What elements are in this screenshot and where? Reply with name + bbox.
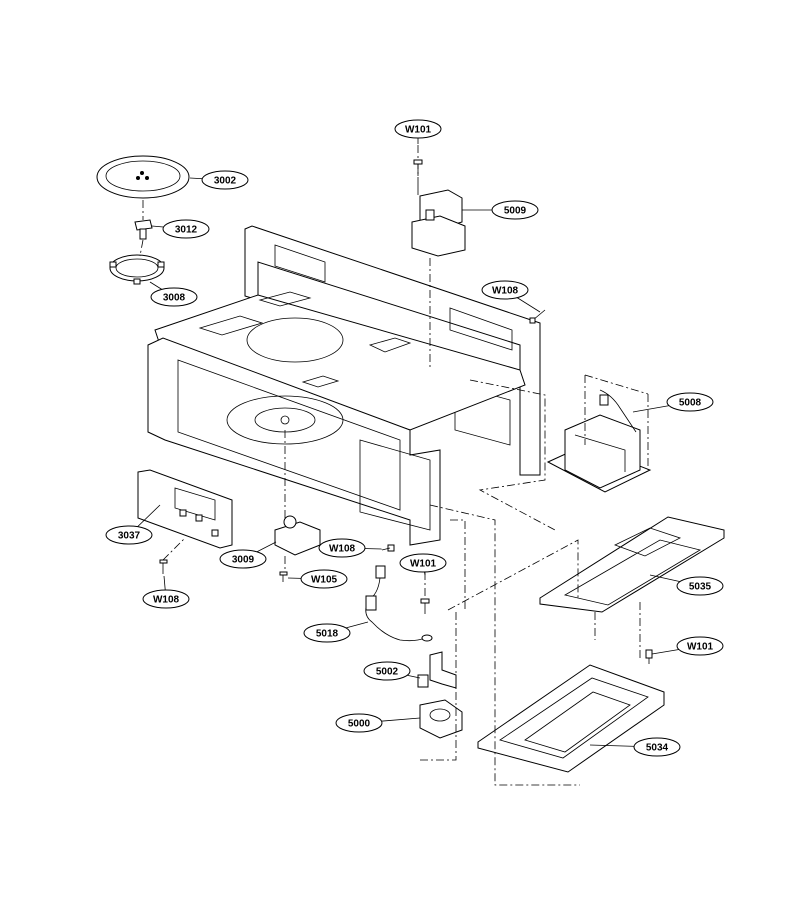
callout-label: 5008 bbox=[679, 398, 702, 409]
magnetron-part bbox=[411, 145, 466, 370]
callout-w101: W101 bbox=[651, 636, 724, 656]
callout-layer: W1013002500930123008W108500830373009W108… bbox=[105, 119, 724, 757]
callout-label: 3037 bbox=[118, 531, 141, 542]
screw-w108-mid-part bbox=[381, 544, 395, 552]
screw-w108-right-part bbox=[529, 309, 546, 324]
roller-ring-part bbox=[109, 239, 165, 285]
callout-3037: 3037 bbox=[105, 504, 161, 545]
transformer-part bbox=[546, 374, 652, 493]
callout-5018: 5018 bbox=[303, 621, 369, 643]
callout-label: 5034 bbox=[646, 743, 669, 754]
callout-bubble bbox=[335, 713, 383, 733]
screw-w108-left-part bbox=[159, 537, 186, 574]
callout-w101: W101 bbox=[394, 119, 442, 144]
callout-label: 3012 bbox=[175, 225, 198, 236]
callout-w105: W105 bbox=[287, 569, 348, 589]
screw-w105-part bbox=[279, 571, 288, 582]
callout-label: 5000 bbox=[348, 719, 371, 730]
callout-bubble bbox=[491, 200, 539, 220]
callout-label: 5035 bbox=[689, 582, 712, 593]
callout-bubble bbox=[363, 661, 411, 681]
wire-harness-part bbox=[365, 565, 433, 642]
callout-5000: 5000 bbox=[335, 713, 421, 733]
callout-label: 5002 bbox=[376, 667, 399, 678]
cover-plate-part bbox=[477, 664, 665, 773]
turntable-tray-part bbox=[96, 155, 190, 199]
screw-w101-right-part bbox=[645, 649, 653, 664]
guide-lines bbox=[420, 379, 580, 786]
callout-label: 5009 bbox=[504, 206, 527, 217]
callout-5002: 5002 bbox=[363, 661, 421, 681]
base-plate-part bbox=[539, 516, 725, 660]
screw-w101-mid-part bbox=[420, 572, 430, 614]
callout-bubble bbox=[394, 119, 442, 139]
callout-bubble bbox=[676, 636, 724, 656]
callout-bubble bbox=[150, 287, 198, 307]
callout-w101: W101 bbox=[399, 553, 447, 576]
callout-bubble bbox=[105, 525, 153, 545]
callout-bubble bbox=[300, 569, 348, 589]
screw-w101-top-part bbox=[413, 159, 423, 176]
callout-bubble bbox=[318, 538, 366, 558]
callout-w108: W108 bbox=[142, 575, 190, 609]
callout-label: W101 bbox=[405, 125, 432, 136]
callout-label: 3009 bbox=[232, 555, 255, 566]
callout-w108: W108 bbox=[318, 538, 383, 558]
callout-bubble bbox=[201, 170, 249, 190]
callout-5035: 5035 bbox=[649, 574, 724, 596]
callout-w108: W108 bbox=[481, 280, 541, 313]
control-panel-part bbox=[137, 469, 233, 549]
callout-label: W108 bbox=[329, 544, 356, 555]
callout-3009: 3009 bbox=[219, 541, 277, 569]
callout-3012: 3012 bbox=[151, 219, 210, 239]
callout-bubble bbox=[399, 553, 447, 573]
callout-label: W105 bbox=[311, 575, 338, 586]
callout-label: 3002 bbox=[214, 176, 237, 187]
callout-5008: 5008 bbox=[632, 392, 714, 413]
callout-label: 5018 bbox=[316, 629, 339, 640]
callout-label: W101 bbox=[687, 642, 714, 653]
callout-label: W108 bbox=[492, 286, 519, 297]
switch-bracket-part bbox=[417, 651, 457, 689]
coupler-part bbox=[134, 200, 153, 240]
callout-5034: 5034 bbox=[589, 737, 681, 757]
callout-bubble bbox=[481, 280, 529, 300]
callout-bubble bbox=[219, 549, 267, 569]
callout-label: W101 bbox=[410, 559, 437, 570]
callout-bubble bbox=[666, 392, 714, 412]
callout-3008: 3008 bbox=[149, 281, 198, 307]
callout-3002: 3002 bbox=[189, 170, 249, 190]
callout-label: W108 bbox=[153, 595, 180, 606]
callout-bubble bbox=[162, 219, 210, 239]
callout-bubble bbox=[303, 623, 351, 643]
lamp-assembly-part bbox=[419, 699, 463, 739]
callout-bubble bbox=[633, 737, 681, 757]
callout-5009: 5009 bbox=[462, 200, 539, 220]
callout-label: 3008 bbox=[163, 293, 186, 304]
cavity-front-frame-part bbox=[147, 337, 441, 546]
callout-bubble bbox=[142, 589, 190, 609]
callout-bubble bbox=[676, 576, 724, 596]
